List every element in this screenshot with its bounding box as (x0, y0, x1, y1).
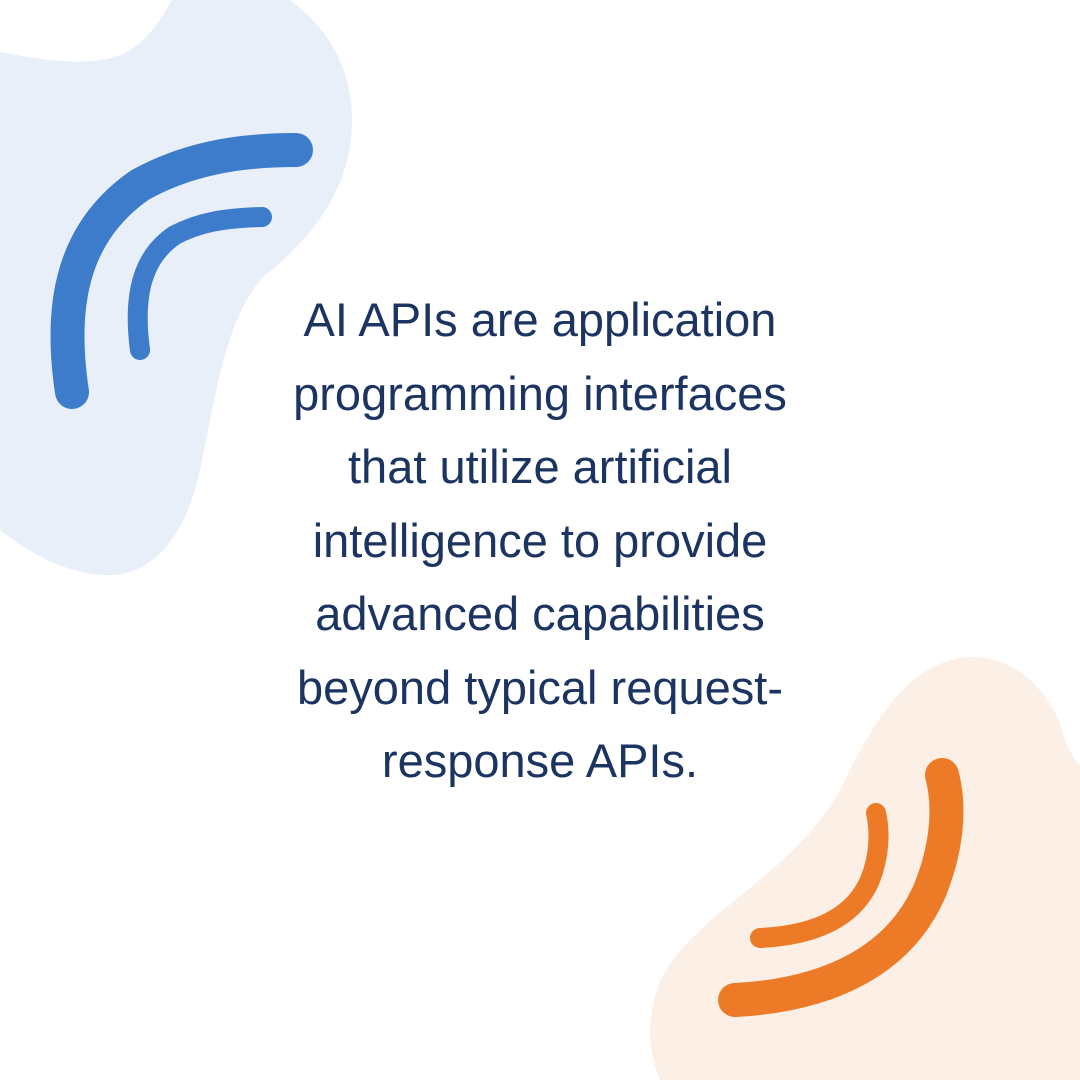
quote-line: AI APIs are application (303, 293, 777, 346)
quote-line: advanced capabilities (315, 587, 765, 640)
quote-line: response APIs. (381, 734, 699, 787)
quote-line: that utilize artificial (348, 440, 732, 493)
quote-line: intelligence to provide (312, 513, 768, 567)
signal-arcs-icon (50, 133, 313, 409)
quote-line: beyond typical request- (297, 660, 783, 714)
quote-text: AI APIs are application programming inte… (240, 283, 840, 798)
signal-arcs-icon (718, 758, 964, 1017)
quote-line: programming interfaces (293, 366, 787, 420)
